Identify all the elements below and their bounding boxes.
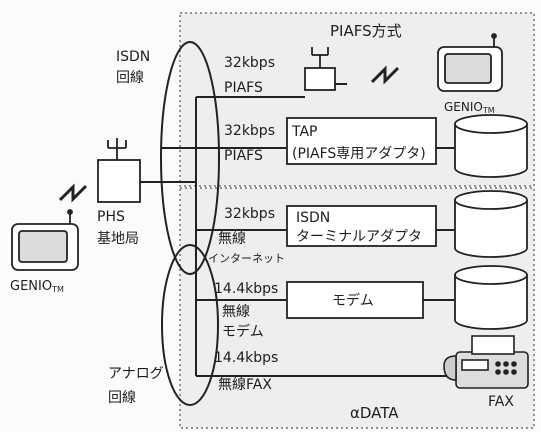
line-2-speed: 32kbps (224, 123, 275, 139)
line-3-mode-2: インターネット (208, 252, 285, 265)
line-1-speed: 32kbps (224, 55, 275, 71)
genio-device-left-icon (12, 210, 78, 270)
genio-right-label: GENIO (444, 100, 483, 114)
line-1-mode: PIAFS (224, 80, 263, 96)
line-4-speed: 14.4kbps (214, 281, 278, 297)
line-3-mode-1: 無線 (218, 231, 246, 247)
genio-left-tm: TM (51, 285, 64, 294)
isdn-label-2: 回線 (116, 70, 144, 86)
analog-label-1: アナログ (108, 366, 164, 382)
genio-left-label: GENIO (10, 279, 52, 294)
isdn-ta-box-line1: ISDN (296, 210, 330, 226)
alpha-data-region-title: αDATA (350, 404, 399, 422)
fax-label: FAX (488, 394, 514, 410)
line-4-mode-1: 無線 (222, 304, 250, 320)
isdn-ta-box-line2: ターミナルアダプタ (296, 229, 422, 245)
tap-box-line2: (PIAFS専用アダプタ) (292, 146, 426, 162)
line-5-speed: 14.4kbps (214, 350, 278, 366)
line-5-mode: 無線FAX (218, 377, 272, 393)
phs-label-1: PHS (97, 209, 125, 225)
piafs-region-title: PIAFS方式 (330, 22, 402, 40)
line-2-mode: PIAFS (224, 148, 263, 164)
tap-box-line1: TAP (291, 124, 317, 140)
server-cylinder-2-icon (455, 191, 527, 257)
phs-label-2: 基地局 (97, 230, 139, 247)
isdn-label-1: ISDN (116, 49, 150, 65)
phs-base-station-icon (98, 138, 140, 202)
line-3-speed: 32kbps (224, 206, 275, 222)
server-cylinder-3-icon (455, 266, 527, 329)
analog-label-2: 回線 (108, 390, 136, 406)
server-cylinder-1-icon (455, 115, 527, 177)
svg-text:GENIOTM: GENIOTM (10, 279, 64, 294)
genio-right-tm: TM (482, 106, 495, 115)
wireless-signal-icon (60, 186, 86, 200)
modem-box-label: モデム (332, 292, 374, 309)
line-4-mode-2: モデム (222, 323, 264, 340)
